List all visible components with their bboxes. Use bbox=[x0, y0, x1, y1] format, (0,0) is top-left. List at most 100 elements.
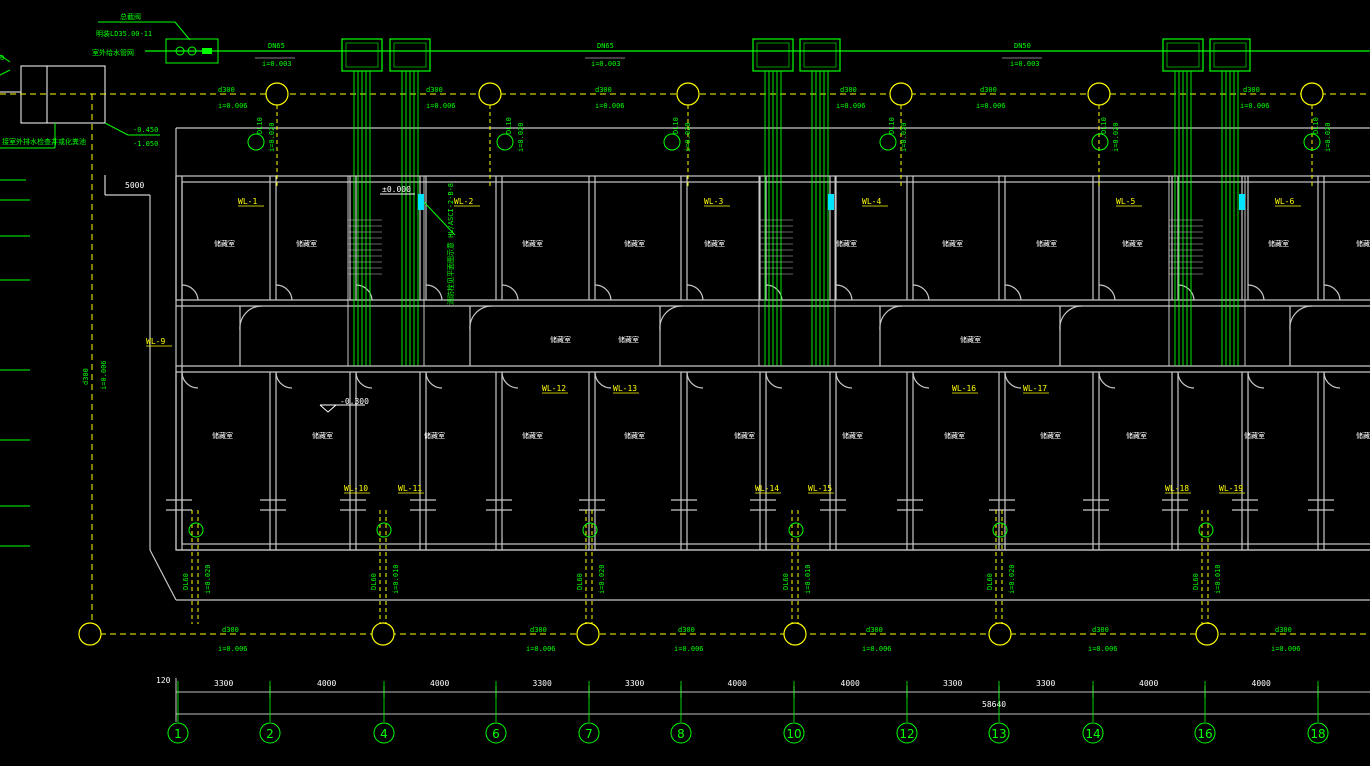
manhole-top-3 bbox=[889, 82, 913, 106]
drain-bottom-slope-1: i=0.006 bbox=[218, 645, 248, 653]
corr-arc-2 bbox=[659, 305, 683, 331]
room-label-8: 储藏室 bbox=[1122, 239, 1143, 248]
dim-5000: 5000 bbox=[125, 181, 144, 190]
branch-top-slope-4: i=0.020 bbox=[1112, 122, 1120, 152]
manhole-bottom-5 bbox=[1195, 622, 1219, 646]
branch-top-circle-3 bbox=[879, 133, 897, 151]
door-arc-13 bbox=[1247, 284, 1265, 301]
check-valve-icon bbox=[202, 48, 212, 54]
branch-top-slope-3: i=0.020 bbox=[900, 122, 908, 152]
dim-span-9: 4000 bbox=[1139, 679, 1158, 688]
dim-span-2: 4000 bbox=[430, 679, 449, 688]
room-label-9: 储藏室 bbox=[1268, 239, 1289, 248]
legend-line3: 室外给水管网 bbox=[92, 48, 134, 57]
drain-top-slope-6: i=0.006 bbox=[1240, 102, 1270, 110]
drain-bottom-slope-6: i=0.006 bbox=[1271, 645, 1301, 653]
elevation-2: -1.050 bbox=[133, 140, 158, 148]
drain-vert-size: d300 bbox=[82, 368, 90, 385]
axis-label-16: 16 bbox=[1197, 727, 1212, 741]
branch-top-slope-0: i=0.020 bbox=[268, 122, 276, 152]
axis-bubble-13 bbox=[988, 722, 1010, 744]
branch-size-5: DL60 bbox=[1192, 573, 1200, 590]
drain-bottom-size-4: d300 bbox=[866, 626, 883, 634]
riser-wl-11: WL-11 bbox=[398, 484, 422, 493]
axis-bubble-8 bbox=[670, 722, 692, 744]
axis-label-14: 14 bbox=[1085, 727, 1100, 741]
riser-wl-4: WL-4 bbox=[862, 197, 881, 206]
branch-circle-1 bbox=[376, 522, 392, 538]
riser-box-2-1 bbox=[1209, 38, 1251, 72]
door-arc-b-3 bbox=[425, 371, 443, 389]
door-arc-14 bbox=[1323, 284, 1341, 301]
door-arc-7 bbox=[765, 284, 783, 301]
drain-bottom-slope-3: i=0.006 bbox=[674, 645, 704, 653]
branch-circle-3 bbox=[788, 522, 804, 538]
room-label-18: 储藏室 bbox=[624, 431, 645, 440]
axis-label-4: 4 bbox=[380, 727, 388, 741]
left-edge-fragments bbox=[0, 54, 30, 547]
axis-label-13: 13 bbox=[991, 727, 1006, 741]
branch-circle-5 bbox=[1198, 522, 1214, 538]
room-label-5: 储藏室 bbox=[836, 239, 857, 248]
left-note: 接室外排水检查井或化粪池 bbox=[2, 137, 86, 146]
drain-top-size-2: d300 bbox=[426, 86, 443, 94]
dim-span-3: 3300 bbox=[533, 679, 552, 688]
drain-top-size-5: d300 bbox=[980, 86, 997, 94]
door-arc-0 bbox=[181, 284, 199, 301]
room-label-19: 储藏室 bbox=[734, 431, 755, 440]
cyan-marker-3 bbox=[1239, 194, 1245, 210]
axis-bubble-4 bbox=[373, 722, 395, 744]
riser-wl-17: WL-17 bbox=[1023, 384, 1047, 393]
drain-bottom-size-2: d300 bbox=[530, 626, 547, 634]
door-arc-12 bbox=[1177, 284, 1195, 301]
dim-span-5: 4000 bbox=[728, 679, 747, 688]
door-arc-b-10 bbox=[1004, 371, 1022, 389]
drain-top-size-3: d300 bbox=[595, 86, 612, 94]
drain-bottom-slope-4: i=0.006 bbox=[862, 645, 892, 653]
branch-slope-4: i=0.020 bbox=[1008, 564, 1016, 594]
room-label-11: 储藏室 bbox=[550, 335, 571, 344]
axis-bubble-12 bbox=[896, 722, 918, 744]
elevation-floor: -0.300 bbox=[340, 397, 369, 406]
riser-wl-2: WL-2 bbox=[454, 197, 473, 206]
door-arc-b-5 bbox=[594, 371, 612, 389]
drain-top-slope-4: i=0.006 bbox=[836, 102, 866, 110]
manhole-top-1 bbox=[478, 82, 502, 106]
room-label-7: 储藏室 bbox=[1036, 239, 1057, 248]
drain-top-slope-3: i=0.006 bbox=[595, 102, 625, 110]
room-label-2: 储藏室 bbox=[522, 239, 543, 248]
room-label-15: 储藏室 bbox=[312, 431, 333, 440]
room-label-1: 储藏室 bbox=[296, 239, 317, 248]
meter-icon bbox=[187, 46, 197, 56]
door-arc-8 bbox=[835, 284, 853, 301]
drain-bottom-slope-5: i=0.006 bbox=[1088, 645, 1118, 653]
branch-circle-0 bbox=[188, 522, 204, 538]
dim-total: 58640 bbox=[982, 700, 1006, 709]
room-label-21: 储藏室 bbox=[944, 431, 965, 440]
branch-top-circle-1 bbox=[496, 133, 514, 151]
door-arc-b-8 bbox=[835, 371, 853, 389]
branch-size-0: DL60 bbox=[182, 573, 190, 590]
door-arc-10 bbox=[1004, 284, 1022, 301]
manhole-top-2 bbox=[676, 82, 700, 106]
branch-slope-3: i=0.010 bbox=[804, 564, 812, 594]
room-partitions bbox=[166, 176, 1341, 550]
room-label-23: 储藏室 bbox=[1126, 431, 1147, 440]
room-label-20: 储藏室 bbox=[842, 431, 863, 440]
door-arc-b-1 bbox=[275, 371, 293, 389]
dim-span-10: 4000 bbox=[1252, 679, 1271, 688]
riser-wl-19: WL-19 bbox=[1219, 484, 1243, 493]
riser-box-0-1 bbox=[389, 38, 431, 72]
door-arc-3 bbox=[425, 284, 443, 301]
room-label-6: 储藏室 bbox=[942, 239, 963, 248]
riser-box-1-0 bbox=[752, 38, 794, 72]
room-label-22: 储藏室 bbox=[1040, 431, 1061, 440]
axis-bubble-10 bbox=[783, 722, 805, 744]
door-arc-b-7 bbox=[765, 371, 783, 389]
branch-top-slope-5: i=0.020 bbox=[1324, 122, 1332, 152]
axis-label-2: 2 bbox=[266, 727, 274, 741]
door-arc-6 bbox=[686, 284, 704, 301]
riser-wl-13: WL-13 bbox=[613, 384, 637, 393]
